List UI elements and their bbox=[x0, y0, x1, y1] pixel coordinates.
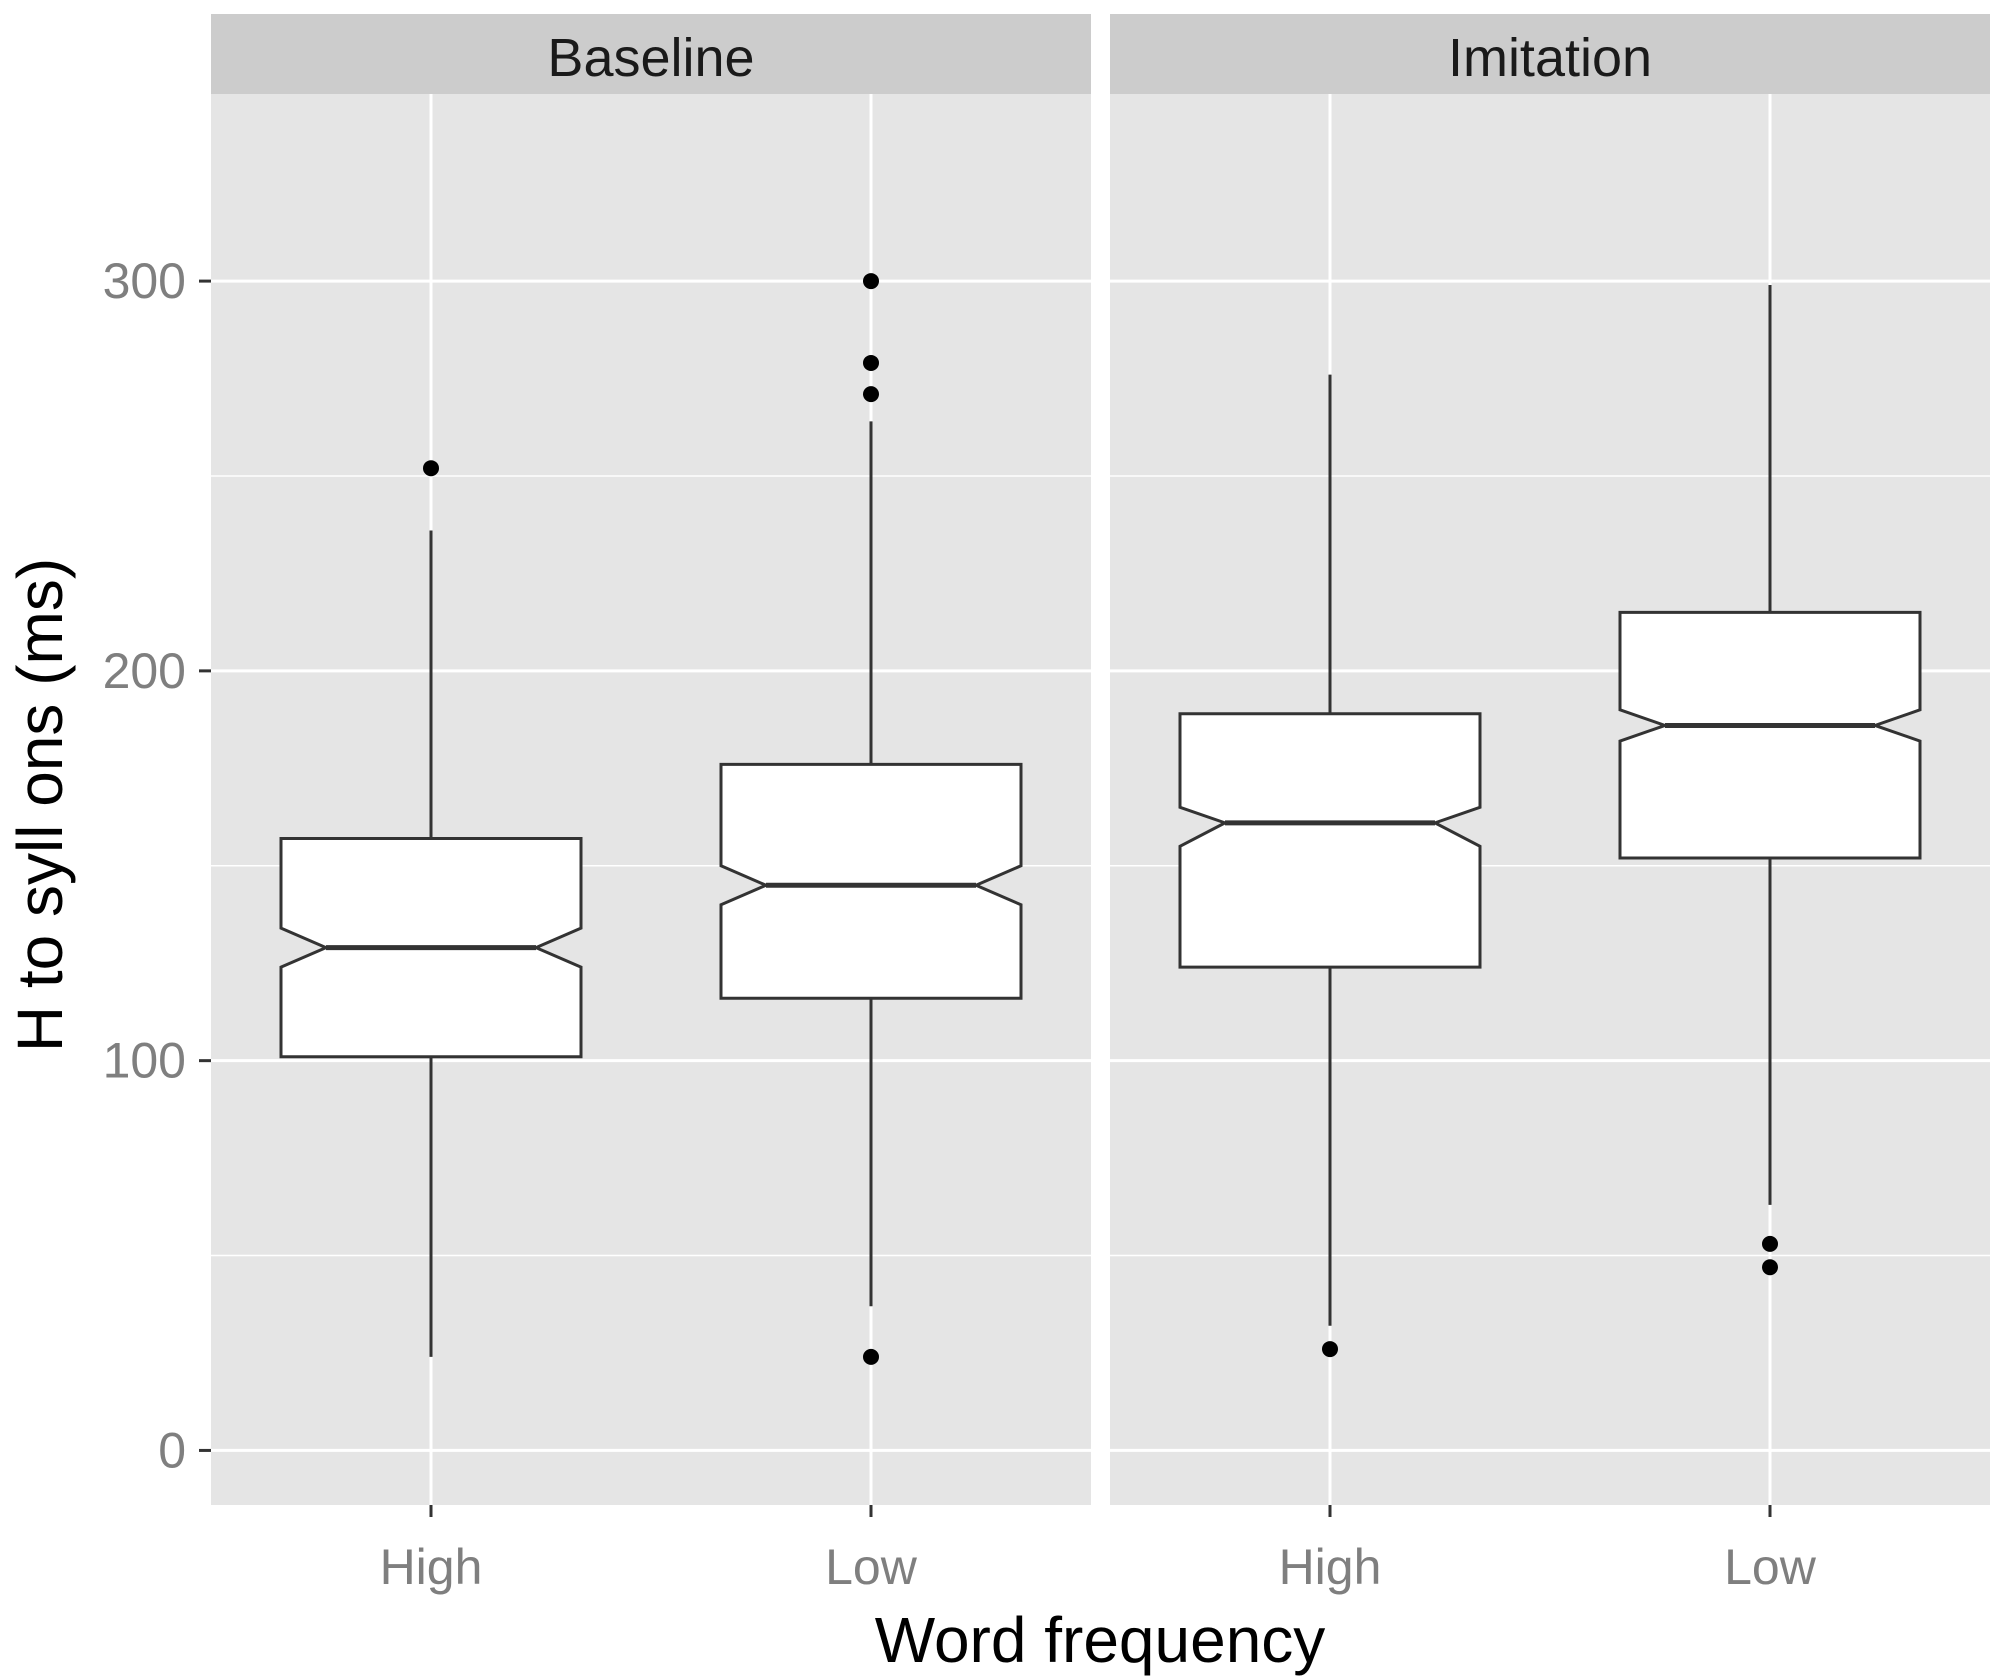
notched-box bbox=[1618, 610, 1922, 860]
y-axis-title: H to syll ons (ms) bbox=[4, 558, 76, 1052]
notched-box bbox=[1178, 712, 1482, 969]
panels-layer: Baseline Imitation bbox=[211, 14, 1990, 1505]
outlier-point bbox=[863, 354, 879, 371]
x-axis-title: Word frequency bbox=[875, 1604, 1326, 1676]
outlier-point bbox=[1762, 1259, 1778, 1276]
notched-box bbox=[719, 762, 1023, 1000]
panel-baseline: Baseline bbox=[211, 14, 1091, 1505]
y-tick-label: 300 bbox=[103, 253, 186, 309]
y-tick-label: 200 bbox=[103, 643, 186, 699]
x-tick-label: Low bbox=[1724, 1539, 1817, 1595]
box-high bbox=[279, 460, 583, 1357]
box-high bbox=[1178, 374, 1482, 1358]
outlier-point bbox=[1322, 1341, 1338, 1358]
y-tick-label: 100 bbox=[103, 1033, 186, 1089]
outlier-point bbox=[863, 1348, 879, 1365]
x-tick-label: High bbox=[380, 1539, 483, 1595]
facet-strip bbox=[1110, 14, 1990, 94]
outlier-point bbox=[423, 460, 439, 477]
outlier-point bbox=[1762, 1235, 1778, 1252]
facet-strip-label: Baseline bbox=[547, 28, 754, 88]
panel-imitation: Imitation bbox=[1110, 14, 1990, 1505]
facet-strip bbox=[211, 14, 1091, 94]
x-tick-label: Low bbox=[825, 1539, 918, 1595]
y-tick-label: 0 bbox=[158, 1422, 186, 1478]
box-low bbox=[719, 273, 1023, 1365]
outlier-point bbox=[863, 386, 879, 403]
y-axis: 0 100 200 300 bbox=[103, 253, 211, 1478]
x-tick-label: High bbox=[1279, 1539, 1382, 1595]
facet-strip-label: Imitation bbox=[1448, 28, 1652, 88]
box-low bbox=[1618, 284, 1922, 1276]
x-axis: High Low High Low bbox=[380, 1505, 1817, 1595]
outlier-point bbox=[863, 273, 879, 290]
